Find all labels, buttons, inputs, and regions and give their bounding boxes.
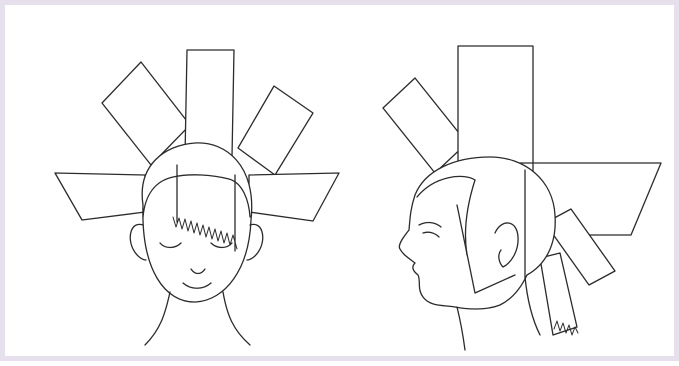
- front-panel-far-left: [55, 173, 145, 220]
- front-neck-right: [223, 292, 250, 345]
- side-panel-top-vertical: [458, 46, 533, 163]
- haircut-diagram: [5, 5, 679, 366]
- side-neck-front: [457, 307, 465, 350]
- front-panel-center: [185, 50, 234, 157]
- side-neck-back: [525, 277, 540, 335]
- front-panel-far-right: [249, 173, 339, 221]
- side-panel-nape-strip: [540, 253, 577, 335]
- side-panel-top-diagonal: [383, 78, 467, 173]
- front-panel-right-diagonal: [238, 86, 313, 175]
- front-neck-left: [145, 292, 170, 345]
- side-view-figure: [383, 46, 661, 350]
- front-view-figure: [55, 50, 339, 345]
